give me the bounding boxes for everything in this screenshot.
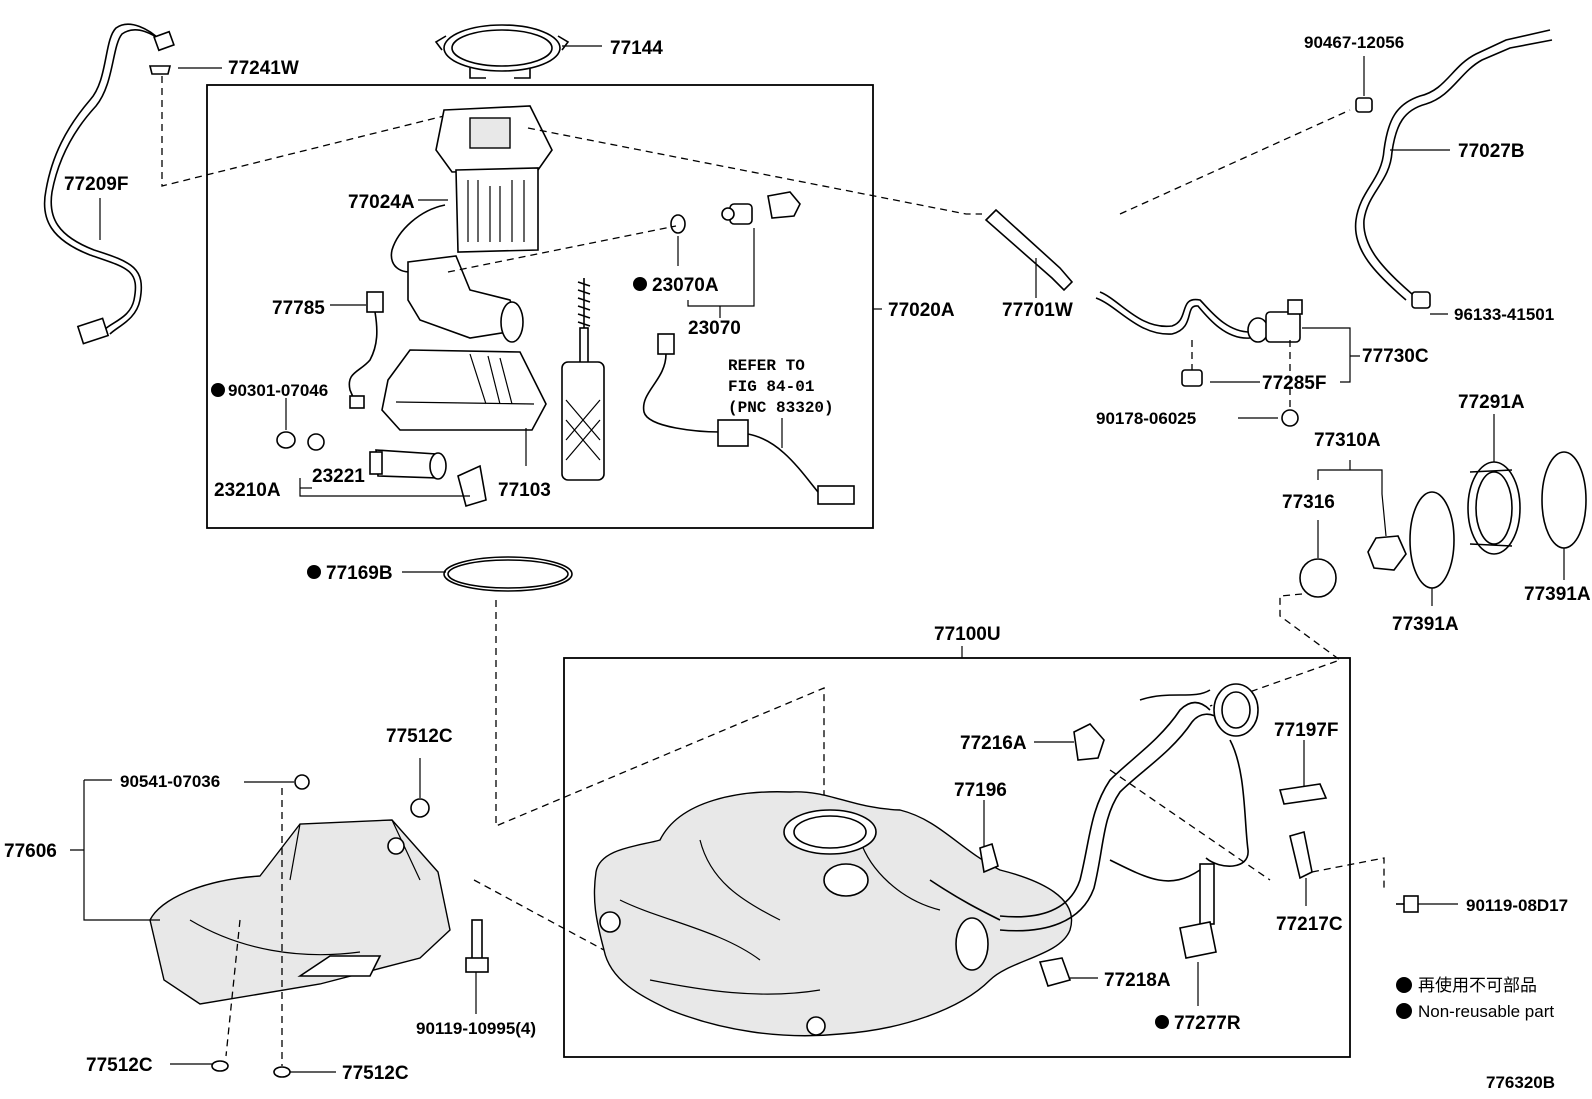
label-90301-07046: 90301-07046 <box>228 381 328 400</box>
legend-text-jp: 再使用不可部品 <box>1418 975 1537 995</box>
bracket-77218a-drawing <box>1038 957 1072 987</box>
sensor-77277r-drawing <box>1179 863 1217 959</box>
o-ring-23070a-drawing <box>670 214 686 234</box>
clamp-90467-drawing <box>1355 97 1373 113</box>
sub-tank-77103-drawing <box>381 349 547 431</box>
cushion-23221-drawing <box>307 433 325 451</box>
tank-assembly-box <box>563 657 1351 1058</box>
retainer-ring-77144-drawing <box>434 24 570 79</box>
label-77197f: 77197F <box>1274 720 1338 741</box>
label-23210a: 23210A <box>214 480 281 501</box>
fuel-pump-module-drawing <box>390 105 553 343</box>
o-ring-90301-drawing <box>276 431 296 449</box>
tube-77209f-drawing <box>43 23 175 345</box>
bolt-90178-drawing <box>1281 409 1299 427</box>
label-90178-06025: 90178-06025 <box>1096 409 1196 428</box>
fuel-lid-77291a-drawing <box>1467 461 1521 555</box>
clamp-77316-drawing <box>1299 558 1337 598</box>
gasket-77169b-drawing <box>443 556 573 592</box>
label-77730c: 77730C <box>1362 346 1429 367</box>
label-77785: 77785 <box>272 298 325 319</box>
label-23070a: 23070A <box>652 275 719 296</box>
legend-dot-icon <box>1396 1003 1412 1019</box>
sender-gauge-77785-drawing <box>348 291 384 409</box>
clamp-77216a-drawing <box>1073 723 1105 761</box>
label-77606: 77606 <box>4 841 57 862</box>
label-96133-41501: 96133-41501 <box>1454 305 1554 324</box>
label-77196: 77196 <box>954 780 1007 801</box>
bracket-77197f-drawing <box>1278 783 1328 805</box>
clip-77512c-top-drawing <box>410 798 430 818</box>
clip-77285f-drawing <box>1181 369 1203 387</box>
pump-assembly-box <box>206 84 874 529</box>
label-90119-08d17: 90119-08D17 <box>1466 896 1568 915</box>
clip-77512c-br-drawing <box>273 1066 291 1078</box>
label-23221: 23221 <box>312 466 365 487</box>
legend: 再使用不可部品 Non-reusable part <box>1396 975 1554 1021</box>
harness-pnc83320-drawing <box>642 333 855 505</box>
non-reusable-dot-icon <box>211 383 225 397</box>
label-77209f: 77209F <box>64 174 128 195</box>
label-77277r: 77277R <box>1174 1013 1241 1034</box>
label-77310a: 77310A <box>1314 430 1381 451</box>
label-77144: 77144 <box>610 38 663 59</box>
label-77291a: 77291A <box>1458 392 1525 413</box>
fuel-pump-23210a-drawing <box>369 449 487 508</box>
fuel-filter-drawing <box>561 278 605 481</box>
label-90119-10995: 90119-10995(4) <box>416 1019 536 1038</box>
label-77217c: 77217C <box>1276 914 1343 935</box>
legend-text-en: Non-reusable part <box>1418 1002 1554 1021</box>
regulator-23070-drawing <box>721 191 801 225</box>
label-77100u: 77100U <box>934 624 1001 645</box>
fuel-tank-77100u-drawing <box>593 791 1073 1037</box>
dash-77241w-to-pump <box>161 76 461 187</box>
label-77020a: 77020A <box>888 300 955 321</box>
label-77701w: 77701W <box>1002 300 1073 321</box>
refer-text-line2: FIG 84-01 <box>728 378 814 396</box>
gasket-77391a-right-drawing <box>1541 451 1587 549</box>
label-77103: 77103 <box>498 480 551 501</box>
gasket-77391a-left-drawing <box>1409 491 1455 589</box>
label-77218a: 77218A <box>1104 970 1171 991</box>
non-reusable-dot-icon <box>633 277 647 291</box>
label-77216a: 77216A <box>960 733 1027 754</box>
label-77391a-right: 77391A <box>1524 584 1591 605</box>
bolt-90119-08d17-drawing <box>1396 895 1419 913</box>
label-77024a: 77024A <box>348 192 415 213</box>
refer-text-line1: REFER TO <box>728 357 805 375</box>
label-23070: 23070 <box>688 318 741 339</box>
label-77512c-bottom-right: 77512C <box>342 1063 409 1084</box>
hose-77027b-drawing <box>1354 29 1553 309</box>
hose-77701w-drawing <box>984 208 1074 292</box>
canister-77730c-drawing <box>1095 291 1303 343</box>
protector-77606-drawing <box>149 819 451 1005</box>
bolt-90119-10995-drawing <box>465 919 489 973</box>
label-90467-12056: 90467-12056 <box>1304 33 1404 52</box>
label-77285f: 77285F <box>1262 373 1326 394</box>
label-77512c-bottom-left: 77512C <box>86 1055 153 1076</box>
filler-pipe-drawing <box>929 683 1259 932</box>
label-77316: 77316 <box>1282 492 1335 513</box>
legend-dot-icon <box>1396 977 1412 993</box>
label-77391a-left: 77391A <box>1392 614 1459 635</box>
label-77241w: 77241W <box>228 58 299 79</box>
non-reusable-dot-icon <box>1155 1015 1169 1029</box>
label-77512c-top: 77512C <box>386 726 453 747</box>
label-90541-07036: 90541-07036 <box>120 772 220 791</box>
label-77027b: 77027B <box>1458 141 1525 162</box>
non-reusable-dot-icon <box>307 565 321 579</box>
cap-77310a-drawing <box>1367 535 1407 571</box>
clip-77512c-bl-drawing <box>211 1060 229 1072</box>
refer-text-line3: (PNC 83320) <box>728 399 834 417</box>
clip-90541-drawing <box>294 774 310 790</box>
clamp-77196-drawing <box>979 842 999 874</box>
label-77169b: 77169B <box>326 563 393 584</box>
figure-id: 776320B <box>1486 1073 1555 1092</box>
bracket-77217c-drawing <box>1289 830 1313 880</box>
